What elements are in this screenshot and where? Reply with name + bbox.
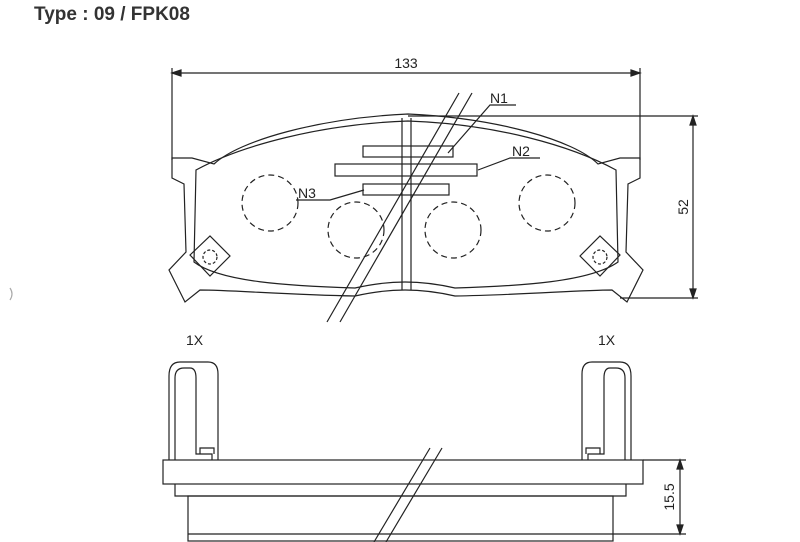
page-title: Type : 09 / FPK08 [34,4,190,25]
n3-callout: N3 [298,185,316,201]
backing-plate-outline [168,113,644,303]
left-corner-clip [189,235,231,277]
n2-callout: N2 [512,143,530,159]
thickness-dimension [613,458,686,536]
width-dimension-label: 133 [394,55,418,71]
callout-leaders [296,104,540,201]
width-dimension [170,68,642,160]
hidden-pin-holes [241,174,576,259]
left-clip-label: 1X [186,332,204,348]
right-clip-label: 1X [598,332,616,348]
height-dimension-label: 52 [675,199,691,215]
n1-plate [362,145,454,158]
n2-plate [334,163,478,177]
break-line-top-b [339,92,473,323]
thickness-dimension-label: 15.5 [661,483,677,510]
n1-callout: N1 [490,90,508,106]
side-view [162,361,644,542]
break-line-top-a [326,92,460,323]
height-dimension [408,114,698,300]
right-corner-clip [579,235,621,277]
friction-material-outline [193,120,619,289]
